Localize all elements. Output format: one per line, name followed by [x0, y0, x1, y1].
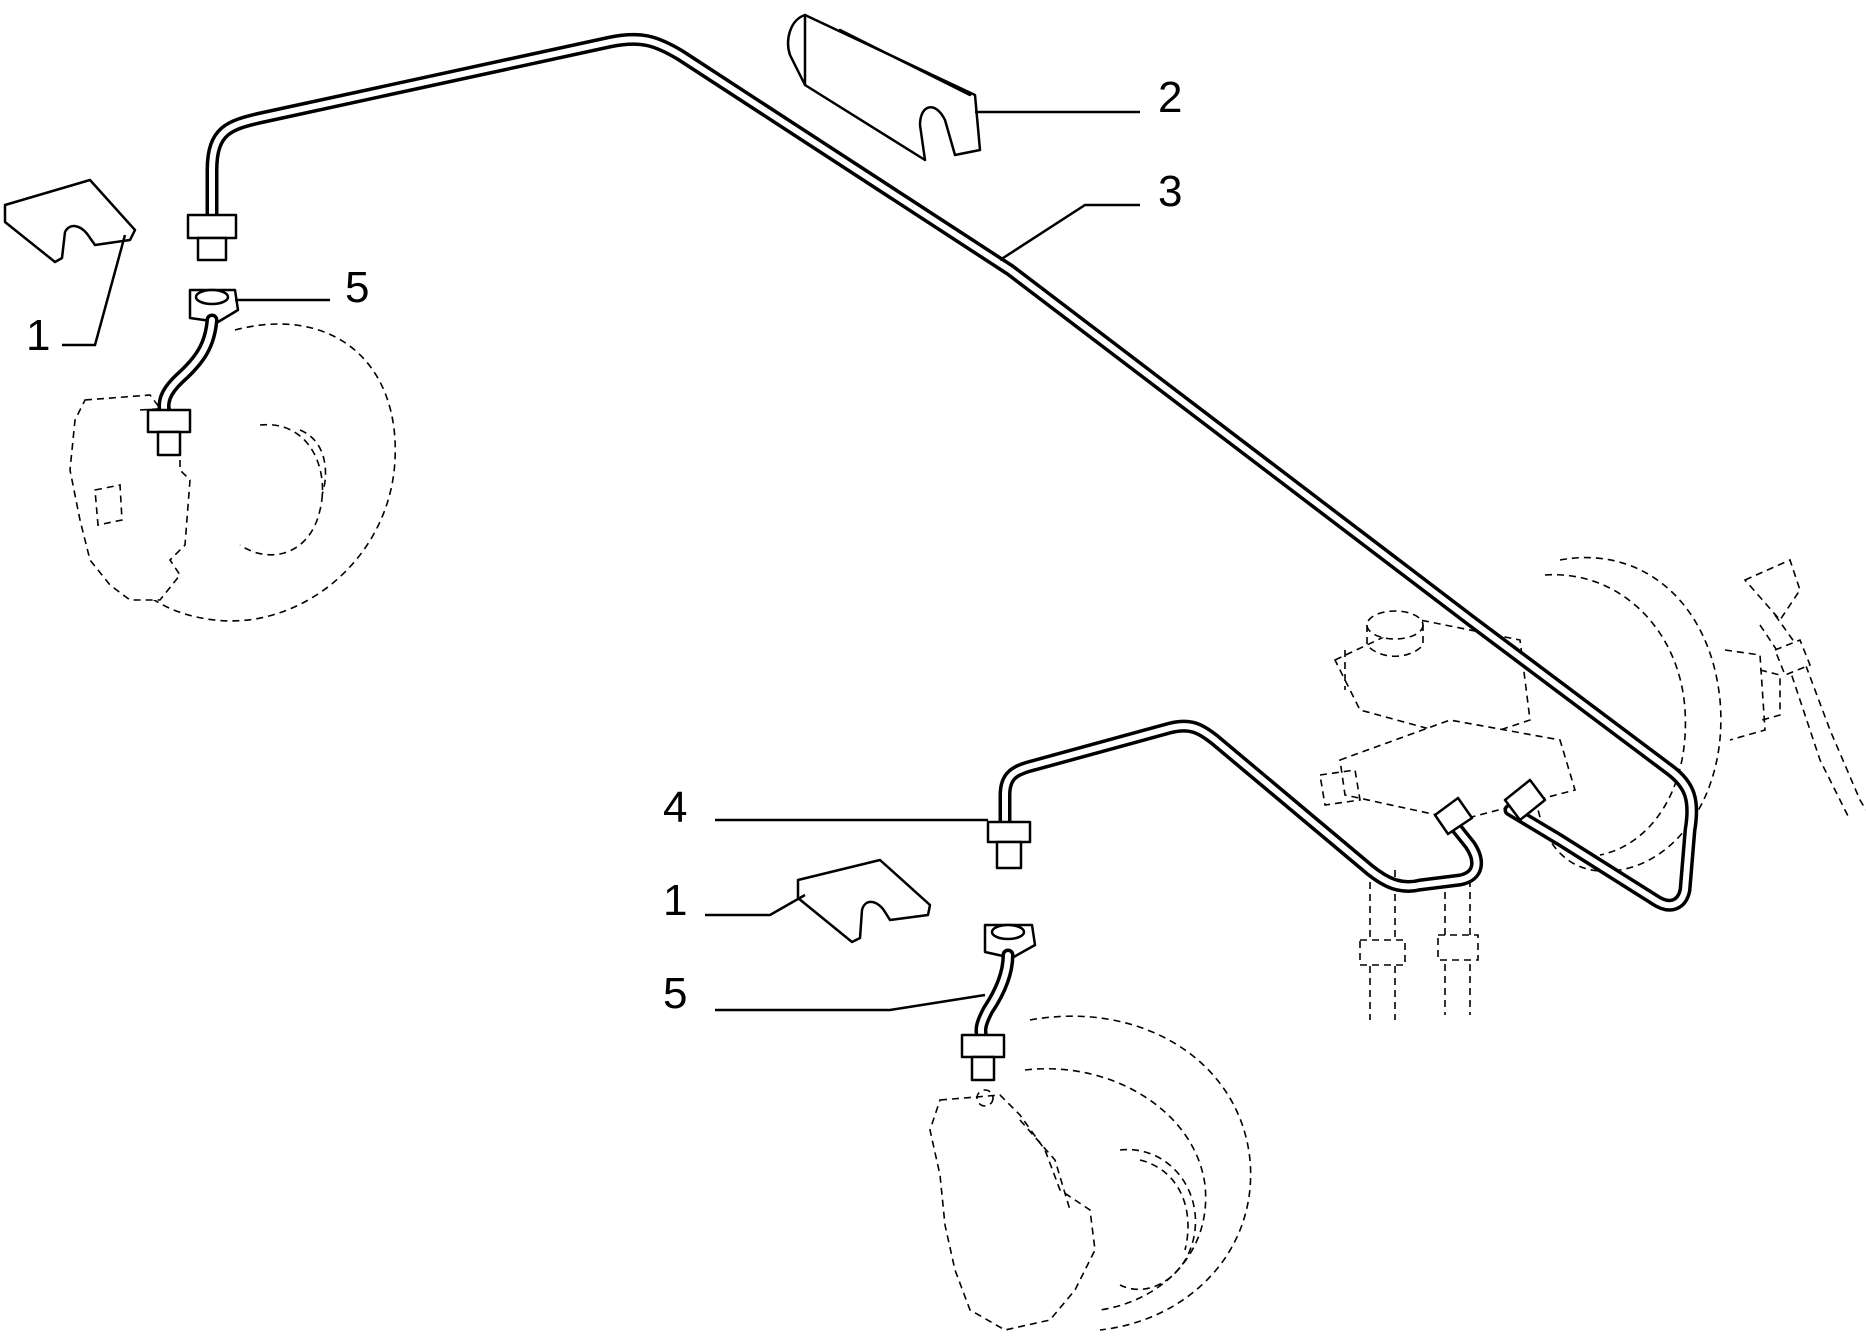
part-1-clip-bottom [796, 858, 932, 944]
callout-5-bottom: 5 [663, 969, 687, 1018]
pipe-fitting-master-cylinder-2 [1433, 796, 1474, 836]
leader-lines [62, 110, 1140, 1012]
callout-1-top: 1 [26, 311, 50, 360]
callout-3: 3 [1158, 167, 1182, 216]
part-1-clip-top [3, 178, 137, 264]
pipe-fitting-master-cylinder-1 [1503, 778, 1547, 822]
callout-5-top: 5 [345, 263, 369, 312]
callout-4: 4 [663, 783, 687, 832]
left-brake-disc-icon [69, 323, 396, 622]
part-5-flexible-hose-bottom [960, 923, 1037, 1082]
master-cylinder-servo-icon [1319, 556, 1781, 1020]
part-4-short-brake-pipe [998, 719, 1483, 893]
part-5-flexible-hose-top [146, 288, 240, 457]
callout-numbers: 1 2 3 5 4 1 5 [26, 73, 1182, 1018]
callout-1-bottom: 1 [663, 876, 687, 925]
brake-pedal-icon [1743, 558, 1866, 821]
part-3-long-brake-pipe [205, 32, 1699, 912]
callout-2: 2 [1158, 73, 1182, 122]
pipe-fitting-part-4-end [986, 820, 1032, 870]
pipe-fitting-top-left [186, 213, 238, 262]
part-2-rubber-block [786, 13, 982, 162]
right-brake-disc-icon [929, 1015, 1252, 1331]
